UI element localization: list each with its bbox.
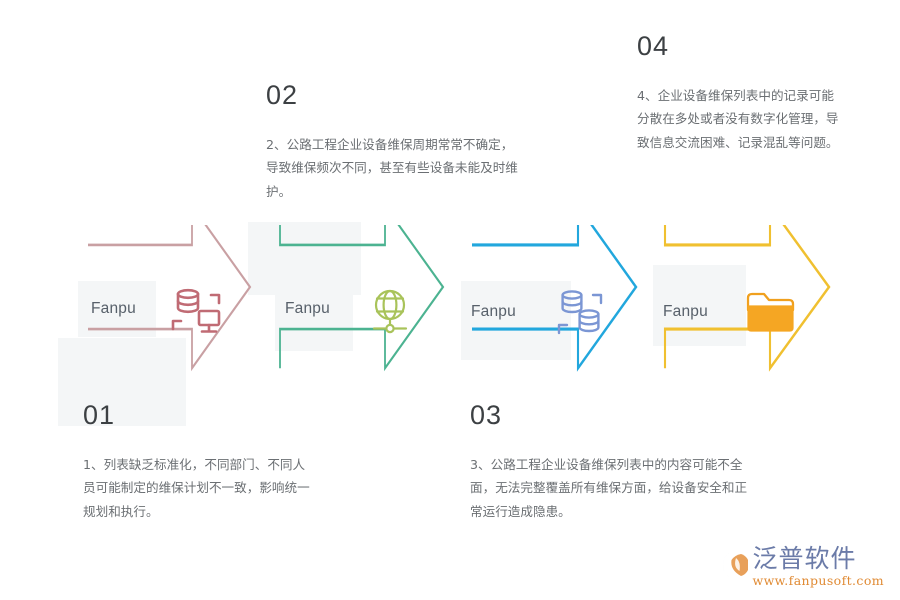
globe-network-icon [366, 286, 414, 338]
step-number-2: 02 [266, 80, 299, 110]
panel-step-2-backdrop [248, 222, 361, 295]
double-database-icon [553, 285, 607, 341]
panel-step-3-label [461, 281, 571, 360]
text-block-step-1: 01 1、列表缺乏标准化，不同部门、不同人员可能制定的维保计划不一致，影响统一规… [83, 402, 315, 523]
fanpu-logo-mark [714, 548, 750, 582]
arrow-step-1-path [88, 225, 252, 372]
panel-step-1-label [78, 281, 156, 337]
panel-step-4-label [653, 265, 746, 346]
arrow-chevron-row [0, 225, 900, 400]
text-block-step-4: 04 4、企业设备维保列表中的记录可能分散在多处或者没有数字化管理，导致信息交流… [637, 33, 842, 154]
step-description-3: 3、公路工程企业设备维保列表中的内容可能不全面，无法完整覆盖所有维保方面，给设备… [470, 457, 748, 519]
logo-leaf-accent [735, 557, 741, 571]
arrow-chevron-svg [88, 225, 831, 372]
folder-front-body [747, 305, 794, 332]
company-logo: 泛普软件 www.fanpusoft.com [714, 543, 884, 588]
database-monitor-icon [167, 283, 225, 341]
logo-website: www.fanpusoft.com [752, 573, 884, 588]
arrow-step-4-path [663, 225, 831, 372]
text-block-step-2: 02 2、公路工程企业设备维保周期常常不确定，导致维保频次不同，甚至有些设备未能… [266, 82, 524, 203]
brand-label-step-1: Fanpu [91, 300, 136, 317]
brand-label-step-2: Fanpu [285, 300, 330, 317]
arrow-step-3 [472, 225, 638, 372]
arrow-step-4 [663, 225, 831, 372]
folder-icon [745, 290, 797, 334]
step-number-3: 03 [470, 400, 503, 430]
arrow-step-1 [88, 225, 252, 372]
panel-step-2-label [275, 295, 353, 351]
step-description-4: 4、企业设备维保列表中的记录可能分散在多处或者没有数字化管理，导致信息交流困难、… [637, 88, 839, 150]
step-description-2: 2、公路工程企业设备维保周期常常不确定，导致维保频次不同，甚至有些设备未能及时维… [266, 137, 518, 199]
step-number-1: 01 [83, 400, 116, 430]
arrow-step-3-path [472, 225, 638, 372]
arrow-step-2 [279, 225, 445, 372]
step-description-1: 1、列表缺乏标准化，不同部门、不同人员可能制定的维保计划不一致，影响统一规划和执… [83, 457, 310, 519]
brand-label-step-4: Fanpu [663, 303, 708, 320]
text-block-step-3: 03 3、公路工程企业设备维保列表中的内容可能不全面，无法完整覆盖所有维保方面，… [470, 402, 748, 523]
logo-company-name: 泛普软件 [752, 543, 857, 573]
brand-label-step-3: Fanpu [471, 303, 516, 320]
arrow-step-2-path [279, 225, 445, 372]
panel-step-1-backdrop [58, 338, 186, 426]
logo-text-group: 泛普软件 www.fanpusoft.com [752, 543, 884, 588]
step-number-4: 04 [637, 31, 670, 61]
